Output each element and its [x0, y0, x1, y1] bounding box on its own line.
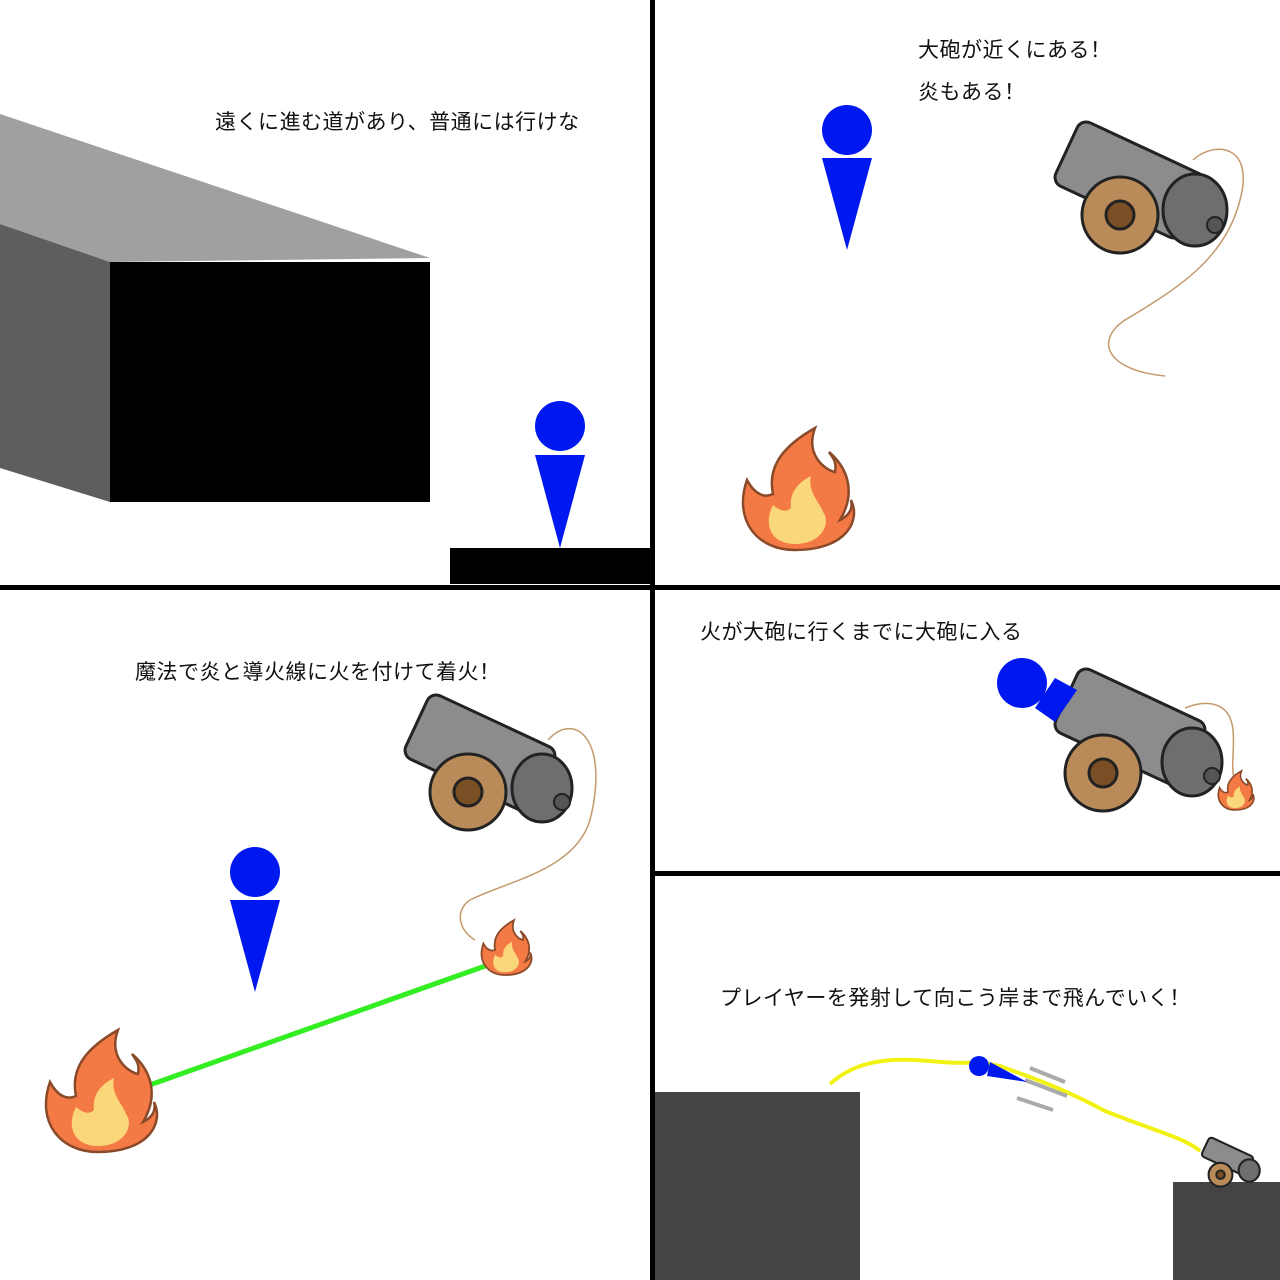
panel-4-scene — [997, 658, 1255, 813]
player-body — [1035, 678, 1077, 722]
divider-horizontal-right — [655, 871, 1280, 876]
divider-vertical — [650, 0, 655, 1280]
fire-inner — [768, 476, 826, 544]
panel-1: 遠くに進む道があり、普通には行けな — [0, 0, 650, 585]
fire-icon-small — [480, 918, 533, 976]
panel-5-caption: プレイヤーを発射して向こう岸まで飛んでいく！ — [720, 986, 1191, 1010]
fire-icon — [44, 1027, 159, 1154]
player-head — [969, 1056, 989, 1076]
cannon-hub — [1087, 757, 1119, 789]
cannon-breech — [510, 752, 574, 824]
player-figure-flying — [969, 1056, 1027, 1082]
cannon-knob — [1203, 767, 1221, 785]
road-side-face — [0, 224, 110, 502]
left-cliff — [655, 1092, 860, 1280]
panel-3-scene — [44, 693, 597, 1154]
cannon-breech — [1160, 726, 1224, 798]
cannon-hub — [452, 776, 484, 808]
panel-2-scene — [741, 105, 1245, 552]
player-head — [997, 658, 1047, 708]
road-top-face — [0, 114, 430, 262]
player-body — [822, 158, 872, 250]
panel-3-caption: 魔法で炎と導火線に火を付けて着火！ — [135, 660, 501, 684]
cannon-icon-small — [1200, 1136, 1261, 1188]
panel-3: 魔法で炎と導火線に火を付けて着火！ — [0, 590, 650, 1280]
cannon-knob — [553, 793, 571, 811]
divider-horizontal-main — [0, 585, 1280, 590]
player-head — [535, 401, 585, 451]
fire-inner — [493, 941, 519, 973]
player-figure — [535, 401, 585, 548]
cannon-icon — [1053, 120, 1229, 255]
player-head — [230, 847, 280, 897]
cannon-hub — [1215, 1169, 1226, 1180]
fire-icon-small — [1217, 769, 1255, 811]
player-body — [230, 900, 280, 992]
panel-2-caption-line-2: 炎もある！ — [918, 80, 1026, 104]
fire-inner — [1226, 786, 1245, 809]
player-figure — [230, 847, 280, 992]
player-body — [535, 455, 585, 548]
magic-line — [129, 962, 489, 1095]
right-cliff — [1173, 1182, 1280, 1280]
road-end-block — [110, 262, 430, 502]
player-head — [822, 105, 872, 155]
player-figure — [822, 105, 872, 250]
cannon-icon — [403, 693, 574, 832]
speed-lines — [1016, 1066, 1068, 1112]
panel-4-caption: 火が大砲に行くまでに大砲に入る — [700, 620, 1023, 644]
cannon-hub — [1104, 199, 1136, 231]
panel-5-scene — [655, 1056, 1280, 1280]
fire-inner — [71, 1078, 129, 1146]
cannon-icon — [1053, 667, 1224, 813]
fire-icon — [741, 425, 856, 552]
ledge-platform — [450, 548, 650, 584]
cannon-knob — [1206, 216, 1224, 234]
panel-1-caption: 遠くに進む道があり、普通には行けな — [215, 110, 580, 134]
cannon-breech — [1237, 1158, 1261, 1183]
trajectory-line — [828, 1057, 1202, 1153]
fuse-rope — [1107, 148, 1245, 377]
player-figure-entering — [997, 658, 1077, 722]
panel-2: 大砲が近くにある！ 炎もある！ — [655, 0, 1280, 585]
speed-line-3 — [1016, 1096, 1054, 1112]
panel-1-scene — [0, 114, 650, 584]
panel-4: 火が大砲に行くまでに大砲に入る — [655, 590, 1280, 871]
fuse-rope — [1184, 702, 1236, 781]
cannon-breech — [1161, 172, 1229, 248]
fuse-rope — [459, 727, 597, 941]
speed-line-2 — [1024, 1078, 1068, 1098]
speed-line-1 — [1029, 1066, 1066, 1084]
panel-5: プレイヤーを発射して向こう岸まで飛んでいく！ — [655, 876, 1280, 1280]
panel-2-caption-line-1: 大砲が近くにある！ — [918, 38, 1112, 62]
player-body — [987, 1062, 1027, 1082]
